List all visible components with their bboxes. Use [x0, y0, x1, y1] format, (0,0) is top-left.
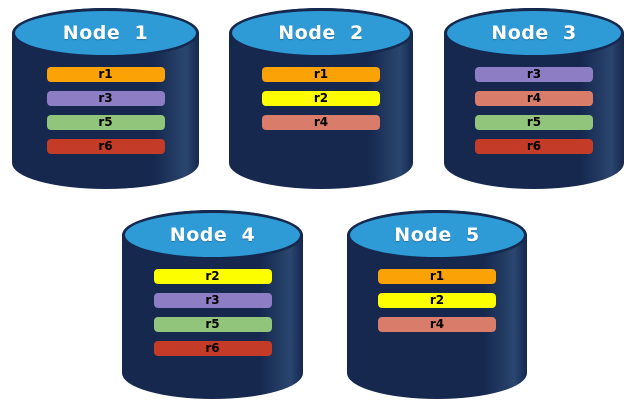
node-5-cylinder: Node 5 r1 r2 r4	[347, 210, 527, 399]
replica-bar-r5: r5	[153, 317, 272, 332]
replica-bar-r1: r1	[262, 67, 380, 82]
node-5-replica-list: r1 r2 r4	[347, 269, 527, 332]
node-4-title: Node 4	[169, 224, 256, 246]
replica-bar-r6: r6	[475, 139, 593, 154]
replica-bar-r2: r2	[378, 293, 496, 308]
node-2-replica-list: r1 r2 r4	[229, 67, 413, 130]
node-3-title: Node 3	[491, 22, 577, 44]
replica-bar-r5: r5	[46, 115, 165, 130]
node-1-cylinder: Node 1 r1 r3 r5 r6	[12, 8, 199, 189]
node-3-cylinder: Node 3 r3 r4 r5 r6	[444, 8, 624, 189]
node-4-cylinder-top: Node 4	[122, 210, 303, 260]
replica-bar-r6: r6	[153, 341, 272, 356]
replica-bar-r6: r6	[46, 139, 165, 154]
node-5-title: Node 5	[394, 224, 480, 246]
node-1-replica-list: r1 r3 r5 r6	[12, 67, 199, 154]
node-2-cylinder: Node 2 r1 r2 r4	[229, 8, 413, 189]
node-4-replica-list: r2 r3 r5 r6	[122, 269, 303, 356]
replica-bar-r3: r3	[475, 67, 593, 82]
node-5-cylinder-top: Node 5	[347, 210, 527, 260]
replica-bar-r4: r4	[378, 317, 496, 332]
node-3-cylinder-top: Node 3	[444, 8, 624, 58]
replica-bar-r4: r4	[262, 115, 380, 130]
node-2-title: Node 2	[278, 22, 364, 44]
node-4-cylinder: Node 4 r2 r3 r5 r6	[122, 210, 303, 399]
replica-bar-r1: r1	[378, 269, 496, 284]
node-1-cylinder-top: Node 1	[12, 8, 199, 58]
replica-bar-r3: r3	[153, 293, 272, 308]
node-2-cylinder-top: Node 2	[229, 8, 413, 58]
node-1-title: Node 1	[62, 22, 149, 44]
replica-bar-r5: r5	[475, 115, 593, 130]
replica-bar-r4: r4	[475, 91, 593, 106]
node-3-replica-list: r3 r4 r5 r6	[444, 67, 624, 154]
replica-bar-r2: r2	[153, 269, 272, 284]
replica-bar-r3: r3	[46, 91, 165, 106]
replica-bar-r1: r1	[46, 67, 165, 82]
replica-bar-r2: r2	[262, 91, 380, 106]
